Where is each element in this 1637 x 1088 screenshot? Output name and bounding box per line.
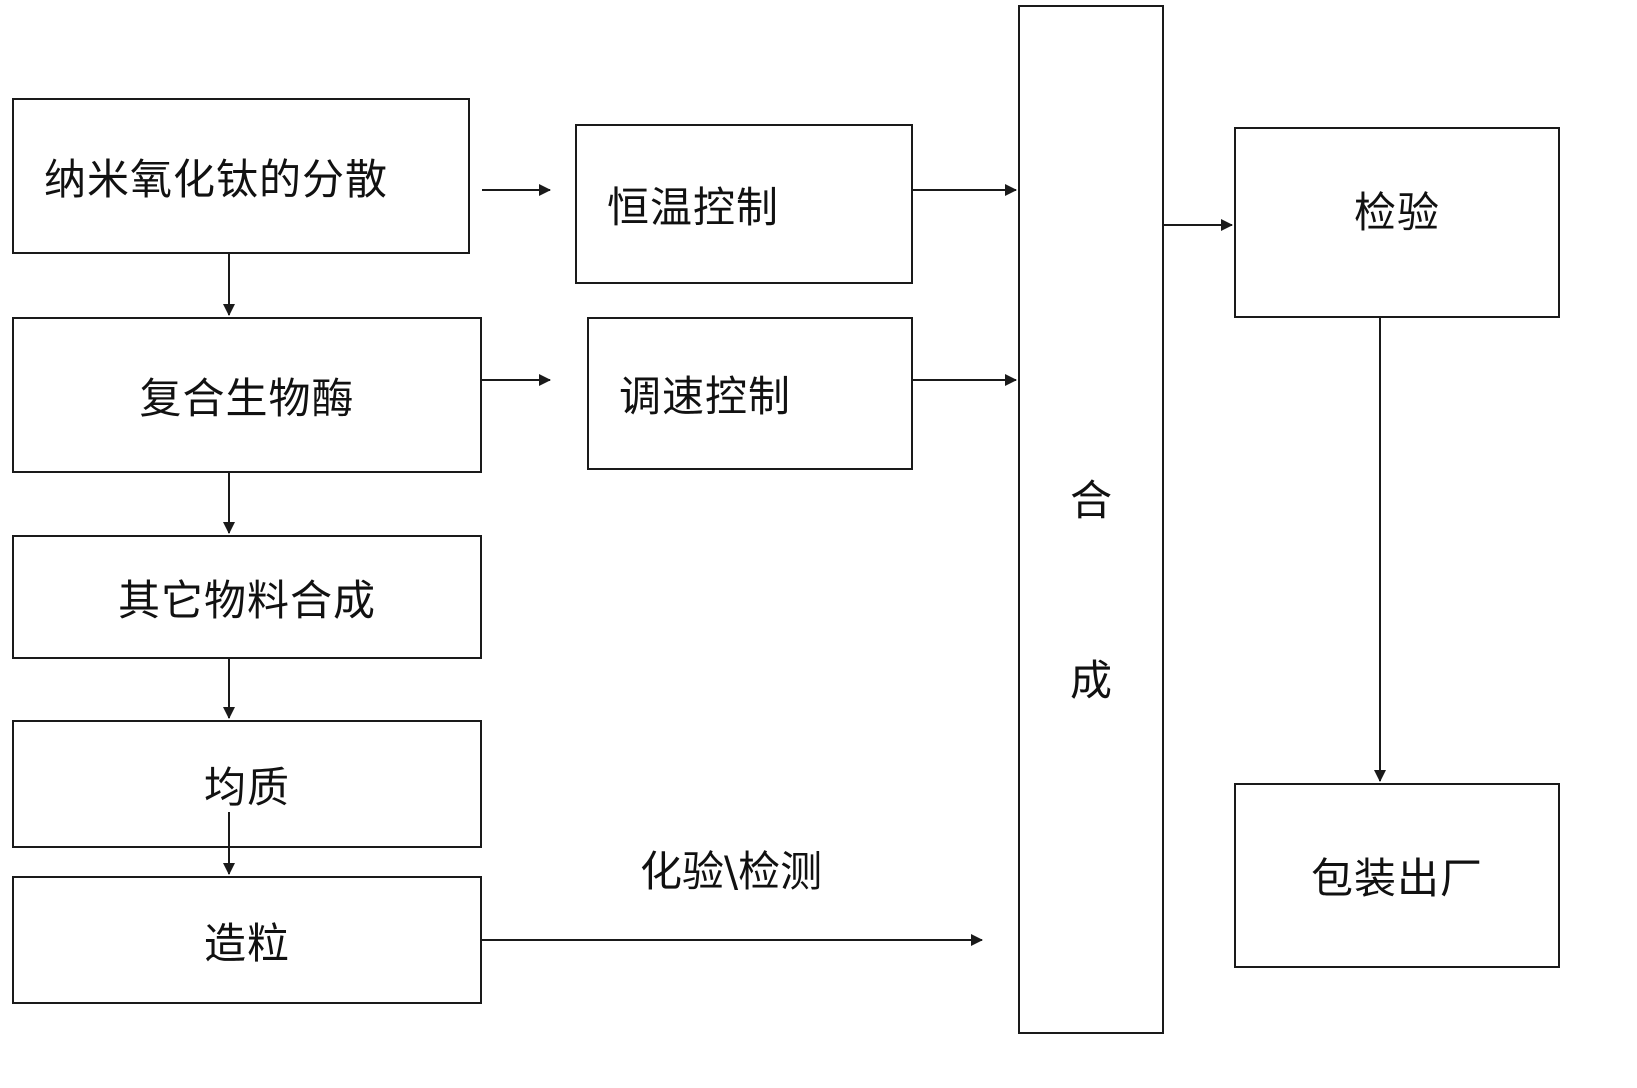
- edge-label-lab-test: 化验\检测: [640, 847, 823, 896]
- node-inspection-label: 检验: [1353, 188, 1440, 237]
- node-granulate-label: 造粒: [203, 918, 290, 968]
- node-compound-enzyme-label: 复合生物酶: [139, 373, 355, 423]
- node-granulate: 造粒: [12, 876, 482, 1004]
- node-homogenize: 均质: [12, 720, 482, 848]
- node-temp-control: 恒温控制: [575, 124, 913, 284]
- node-dispersion: 纳米氧化钛的分散: [12, 98, 470, 254]
- node-inspection: 检验: [1234, 127, 1560, 318]
- node-packaging-label: 包装出厂: [1310, 854, 1483, 903]
- node-packaging: 包装出厂: [1234, 783, 1560, 968]
- node-dispersion-label: 纳米氧化钛的分散: [44, 154, 389, 204]
- node-other-materials: 其它物料合成: [12, 535, 482, 659]
- node-speed-control: 调速控制: [587, 317, 913, 470]
- node-temp-control-label: 恒温控制: [607, 182, 780, 232]
- node-other-materials-label: 其它物料合成: [117, 575, 376, 625]
- node-synthesis-char-1: 合: [1069, 476, 1112, 525]
- node-homogenize-label: 均质: [203, 762, 290, 812]
- node-speed-control-label: 调速控制: [619, 372, 792, 421]
- node-synthesis-char-2: 成: [1069, 656, 1112, 705]
- node-synthesis: 合 成: [1018, 5, 1164, 1034]
- node-compound-enzyme: 复合生物酶: [12, 317, 482, 473]
